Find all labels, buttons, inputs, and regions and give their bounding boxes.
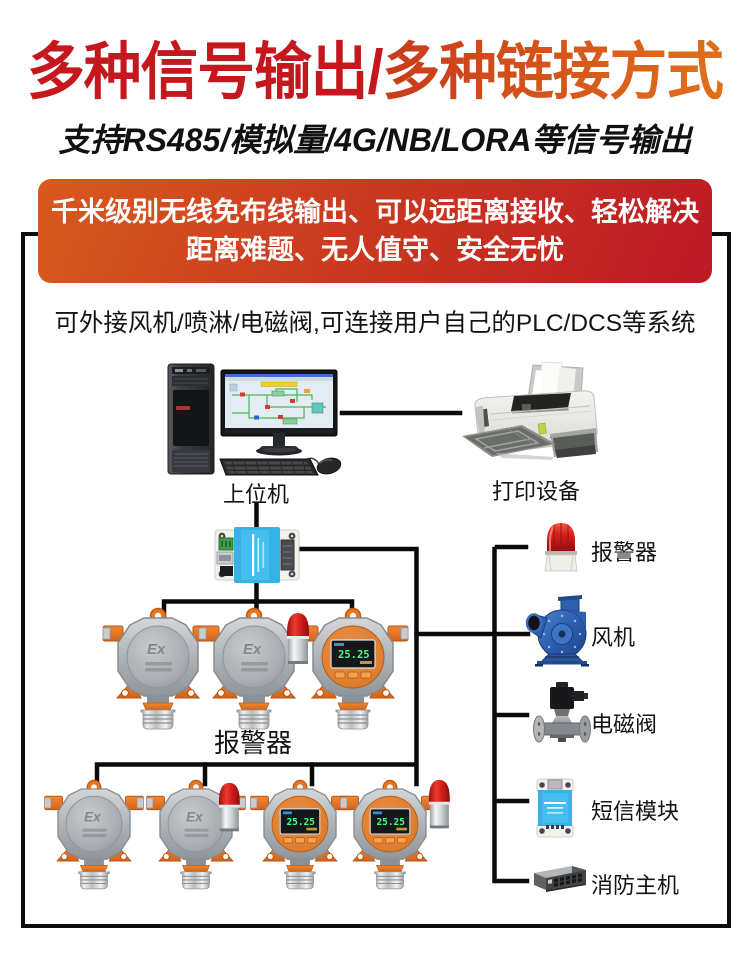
gas-detector-display-image (341, 780, 440, 888)
page-title: 多种信号输出/多种链接方式 (26, 37, 724, 109)
sms-module-label: 短信模块 (591, 799, 680, 824)
diagram-caption: 可外接风机/喷淋/电磁阀,可连接用户自己的PLC/DCS等系统 (54, 310, 696, 337)
printer-image (461, 361, 599, 461)
feature-banner: 千米级别无线免布线输出、可以远距离接收、轻松解决 距离难题、无人值守、安全无忧 (38, 179, 712, 283)
gas-detector-image (103, 609, 213, 730)
fire-control-host-image (534, 866, 586, 892)
alarm-beacon-label: 报警器 (591, 540, 658, 565)
alarm-beacon-image (544, 522, 578, 572)
banner-line-2: 距离难题、无人值守、安全无忧 (186, 235, 564, 265)
solenoid-valve-label: 电磁阀 (591, 712, 658, 737)
gas-detector-display-image (251, 780, 350, 888)
sms-module-image (536, 778, 574, 838)
page-subtitle: 支持RS485/模拟量/4G/NB/LORA等信号输出 (58, 122, 692, 158)
detector-antenna-icon (428, 779, 450, 829)
printer-label: 打印设备 (491, 479, 581, 504)
fire-control-host-label: 消防主机 (591, 873, 680, 898)
host-computer-image (167, 363, 344, 478)
gas-detector-image (45, 780, 144, 888)
detector-group-label: 报警器 (213, 728, 293, 758)
detector-antenna-icon (218, 782, 240, 832)
host-computer-label: 上位机 (222, 482, 290, 507)
banner-line-1: 千米级别无线免布线输出、可以远距离接收、轻松解决 (51, 197, 699, 227)
detector-antenna-icon (287, 613, 309, 664)
gas-detector-display-image (298, 609, 408, 730)
signal-converter-image (214, 526, 300, 584)
exhaust-fan-label: 风机 (591, 625, 636, 650)
title-part-red: 多种信号输出/ (27, 38, 383, 107)
exhaust-fan-image (525, 593, 591, 668)
title-part-orange: 多种链接方式 (382, 38, 724, 107)
connection-lines (94, 410, 531, 884)
solenoid-valve-image (533, 681, 591, 743)
